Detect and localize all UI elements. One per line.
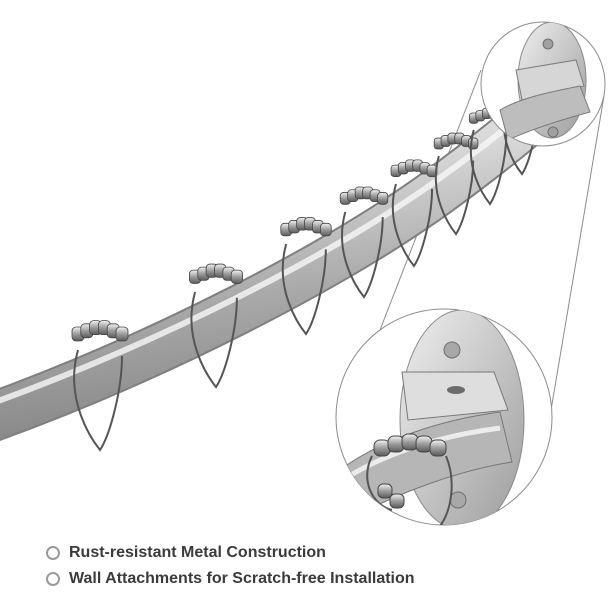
bullet-ring-icon [46,572,60,586]
roller-ring [433,132,479,236]
bullet-ring-icon [46,546,60,560]
roller-ring [339,186,389,299]
feature-item: Rust-resistant Metal Construction [46,540,586,566]
feature-list: Rust-resistant Metal Construction Wall A… [46,540,586,592]
roller-ring [280,217,332,336]
roller-ring [390,159,438,268]
roller-ring [71,320,129,452]
wall-bracket-icon [480,21,606,147]
feature-label: Wall Attachments for Scratch-free Instal… [69,570,415,587]
feature-label: Rust-resistant Metal Construction [69,544,326,561]
wall-bracket-detail-icon [335,308,553,526]
feature-item: Wall Attachments for Scratch-free Instal… [46,566,586,592]
roller-ring [188,263,243,389]
